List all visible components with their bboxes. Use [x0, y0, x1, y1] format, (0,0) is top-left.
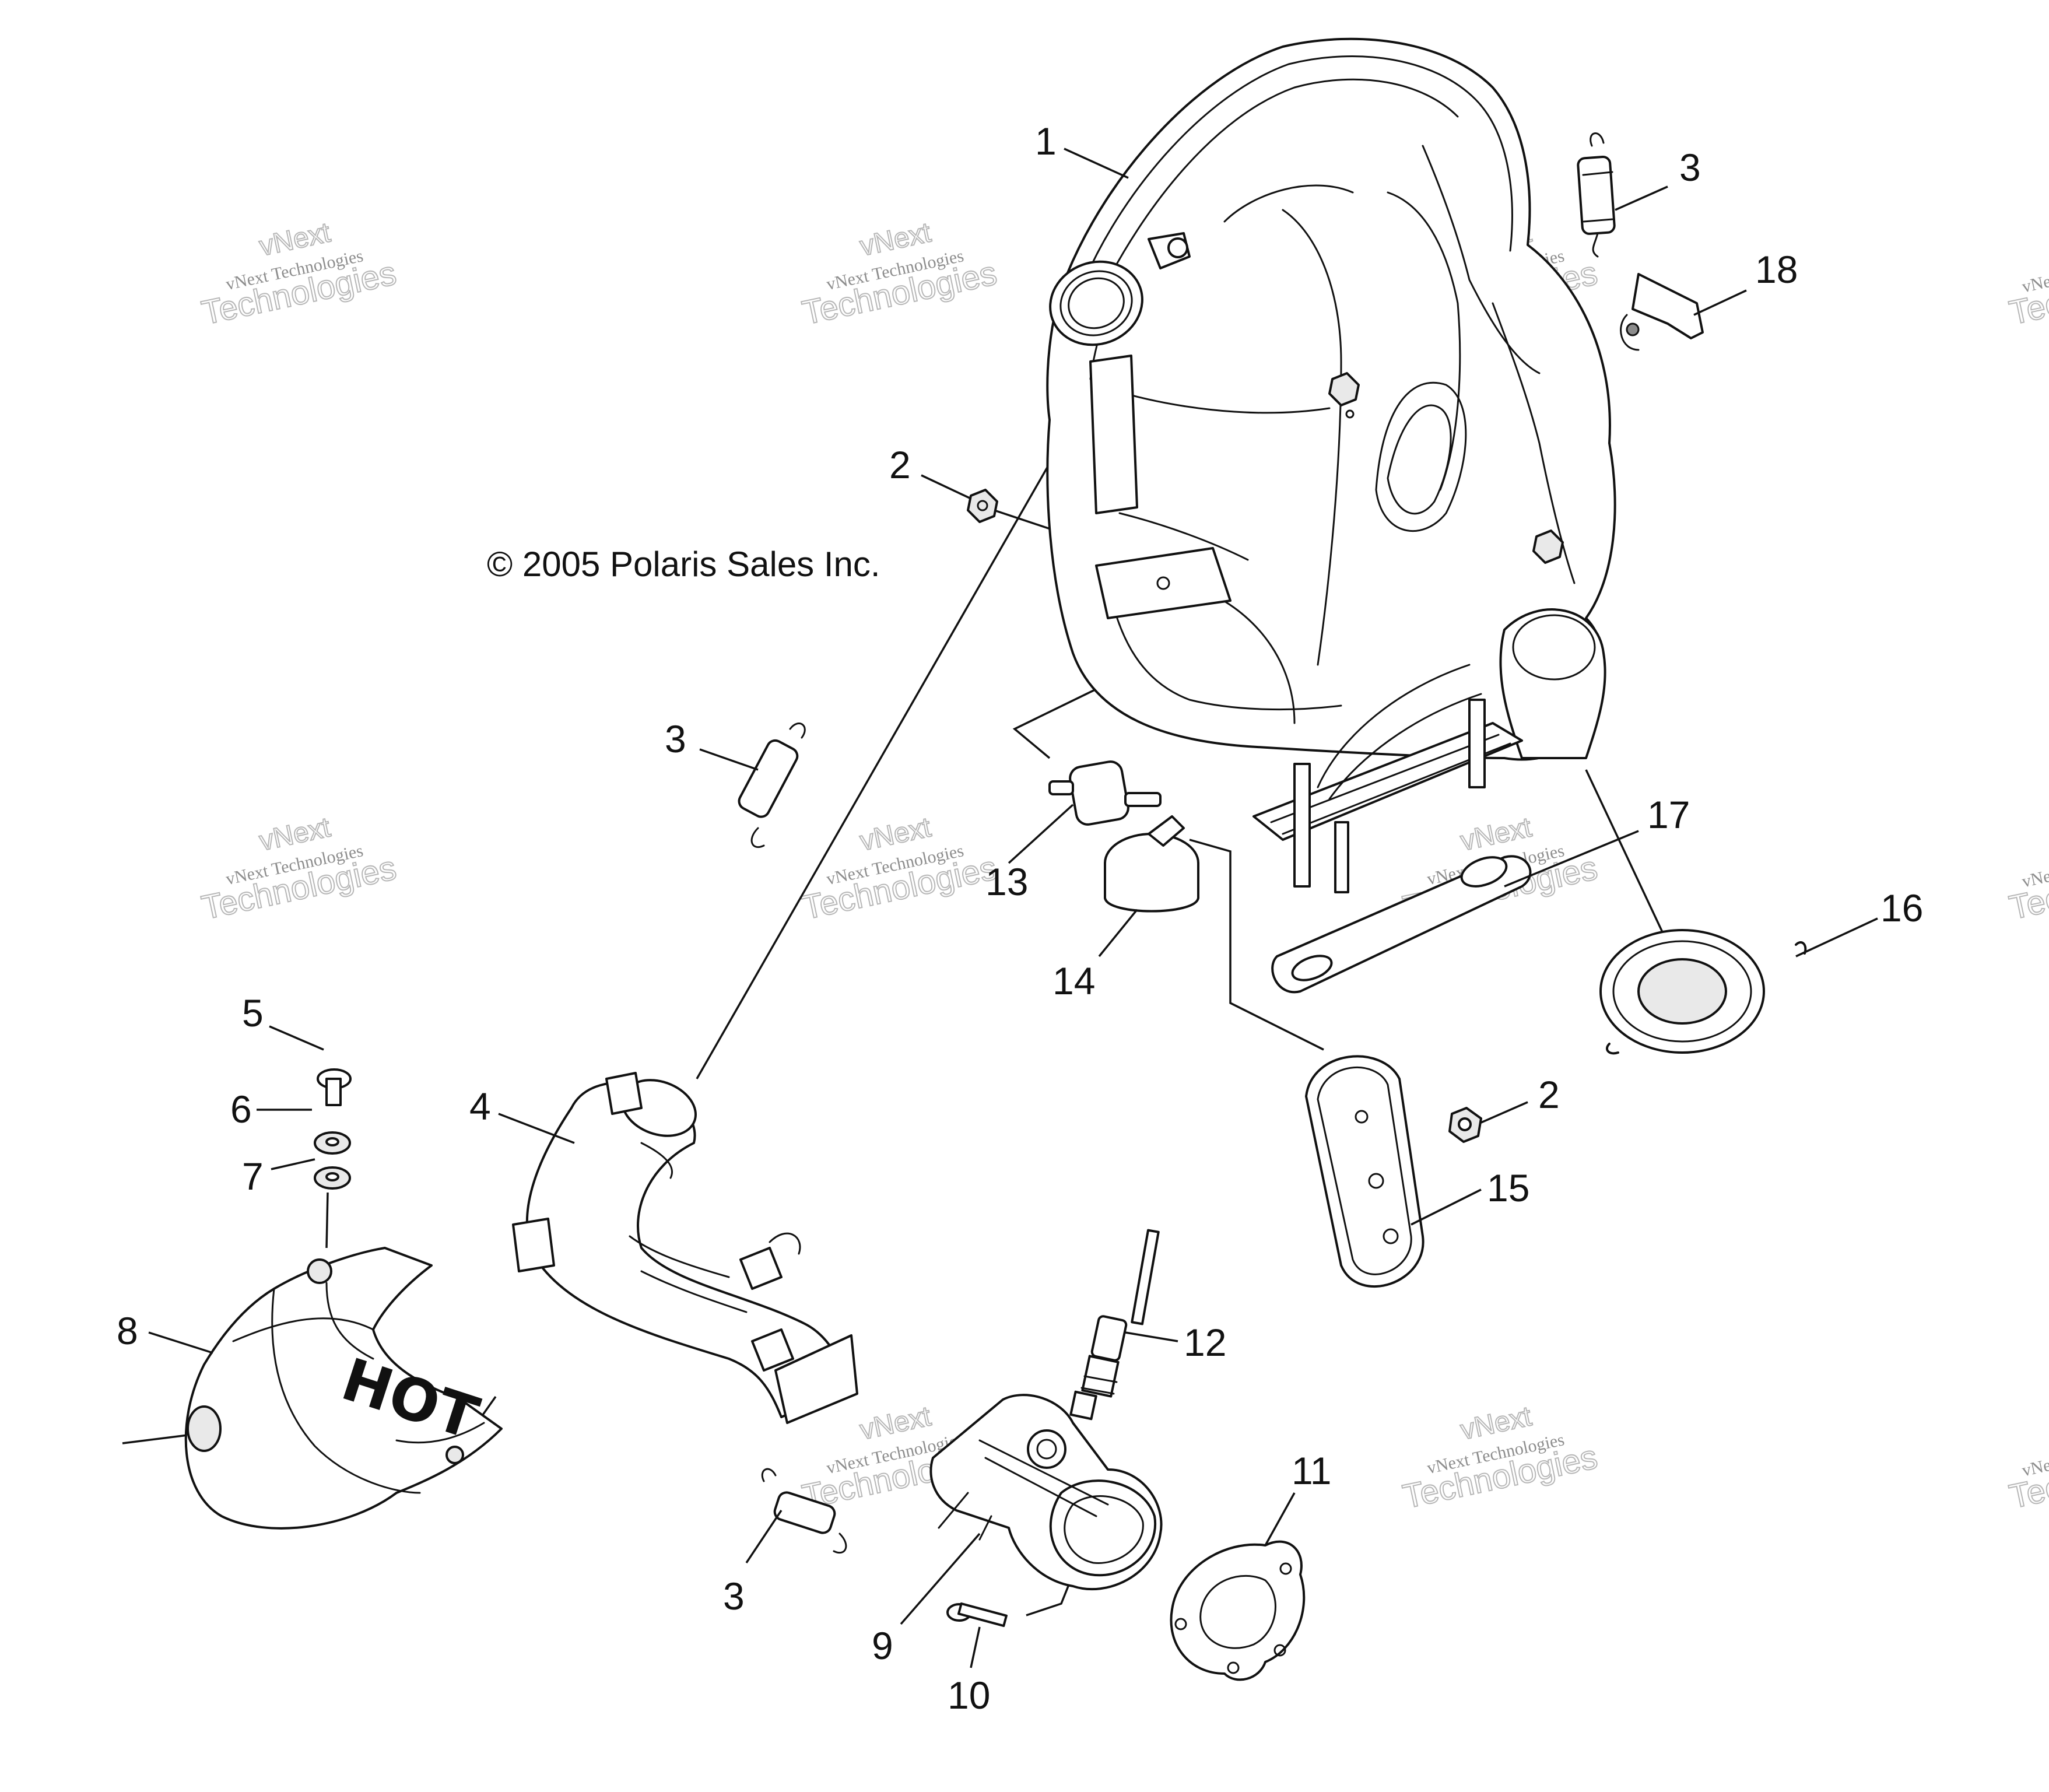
watermark: vNext vNext Technologies Technologies [1399, 1400, 1601, 1516]
nut-lower [1448, 1107, 1482, 1143]
screw [317, 1068, 352, 1106]
callout-3: 3 [723, 1574, 745, 1618]
manifold-bolt [946, 1602, 1008, 1628]
callout-3: 3 [665, 717, 686, 760]
callout-2: 2 [1538, 1073, 1560, 1116]
callout-10: 10 [948, 1674, 990, 1717]
washer-lower [314, 1166, 351, 1190]
manifold-gasket [1170, 1540, 1306, 1681]
nut-upper [967, 489, 998, 523]
copyright-notice: © 2005 Polaris Sales Inc. [487, 545, 880, 584]
callout-5: 5 [242, 991, 264, 1034]
callout-9: 9 [872, 1624, 893, 1667]
callout-18: 18 [1755, 248, 1798, 291]
link-bracket [1271, 855, 1532, 994]
callout-labels: 1 2 2 3 3 3 4 5 6 7 8 9 10 11 12 13 14 1… [117, 120, 1923, 1717]
callout-15: 15 [1487, 1166, 1529, 1209]
exhaust-pipe [512, 1072, 858, 1424]
exhaust-manifold [929, 1394, 1163, 1591]
callout-16: 16 [1880, 886, 1923, 930]
spring-lower [761, 1468, 847, 1554]
clamp-strap [1104, 815, 1199, 913]
watermark: vNext vNext Technologies Technologies [798, 216, 1001, 332]
callout-17: 17 [1647, 793, 1690, 836]
callout-12: 12 [1184, 1321, 1226, 1364]
callout-13: 13 [985, 860, 1028, 903]
mount-gasket [1305, 1055, 1425, 1288]
bracket-clip [1620, 273, 1704, 351]
muffler [1046, 37, 1616, 893]
svg-text:Technologies: Technologies [2006, 1437, 2049, 1516]
oxygen-sensor [1069, 1229, 1160, 1421]
watermark: vNext vNext Technologies Technologies [198, 811, 400, 927]
spring-upper [1577, 132, 1616, 258]
watermark: vNext vNext Technologies Technologies [198, 216, 400, 332]
watermark-edge: vNext Technologies Technologies [2005, 843, 2049, 927]
spring-middle [738, 723, 806, 848]
callout-7: 7 [242, 1155, 264, 1198]
svg-text:Technologies: Technologies [2006, 254, 2049, 332]
washer-upper [314, 1131, 351, 1155]
callout-14: 14 [1052, 959, 1095, 1002]
callout-11: 11 [1292, 1449, 1332, 1492]
callout-8: 8 [117, 1309, 138, 1352]
callout-1: 1 [1035, 120, 1057, 163]
watermark-edge: vNext Technologies Technologies [2005, 248, 2049, 332]
svg-text:Technologies: Technologies [2006, 848, 2049, 927]
outlet-seal [1599, 929, 1807, 1055]
rubber-isolator [1048, 760, 1162, 826]
callout-4: 4 [469, 1085, 491, 1128]
heat-shield: HOT [184, 1247, 503, 1530]
callout-6: 6 [230, 1088, 252, 1131]
callout-3: 3 [1679, 146, 1701, 189]
callout-2: 2 [889, 443, 911, 486]
callout-leaders [148, 148, 1878, 1668]
watermark-edge: vNext Technologies Technologies [2005, 1432, 2049, 1516]
